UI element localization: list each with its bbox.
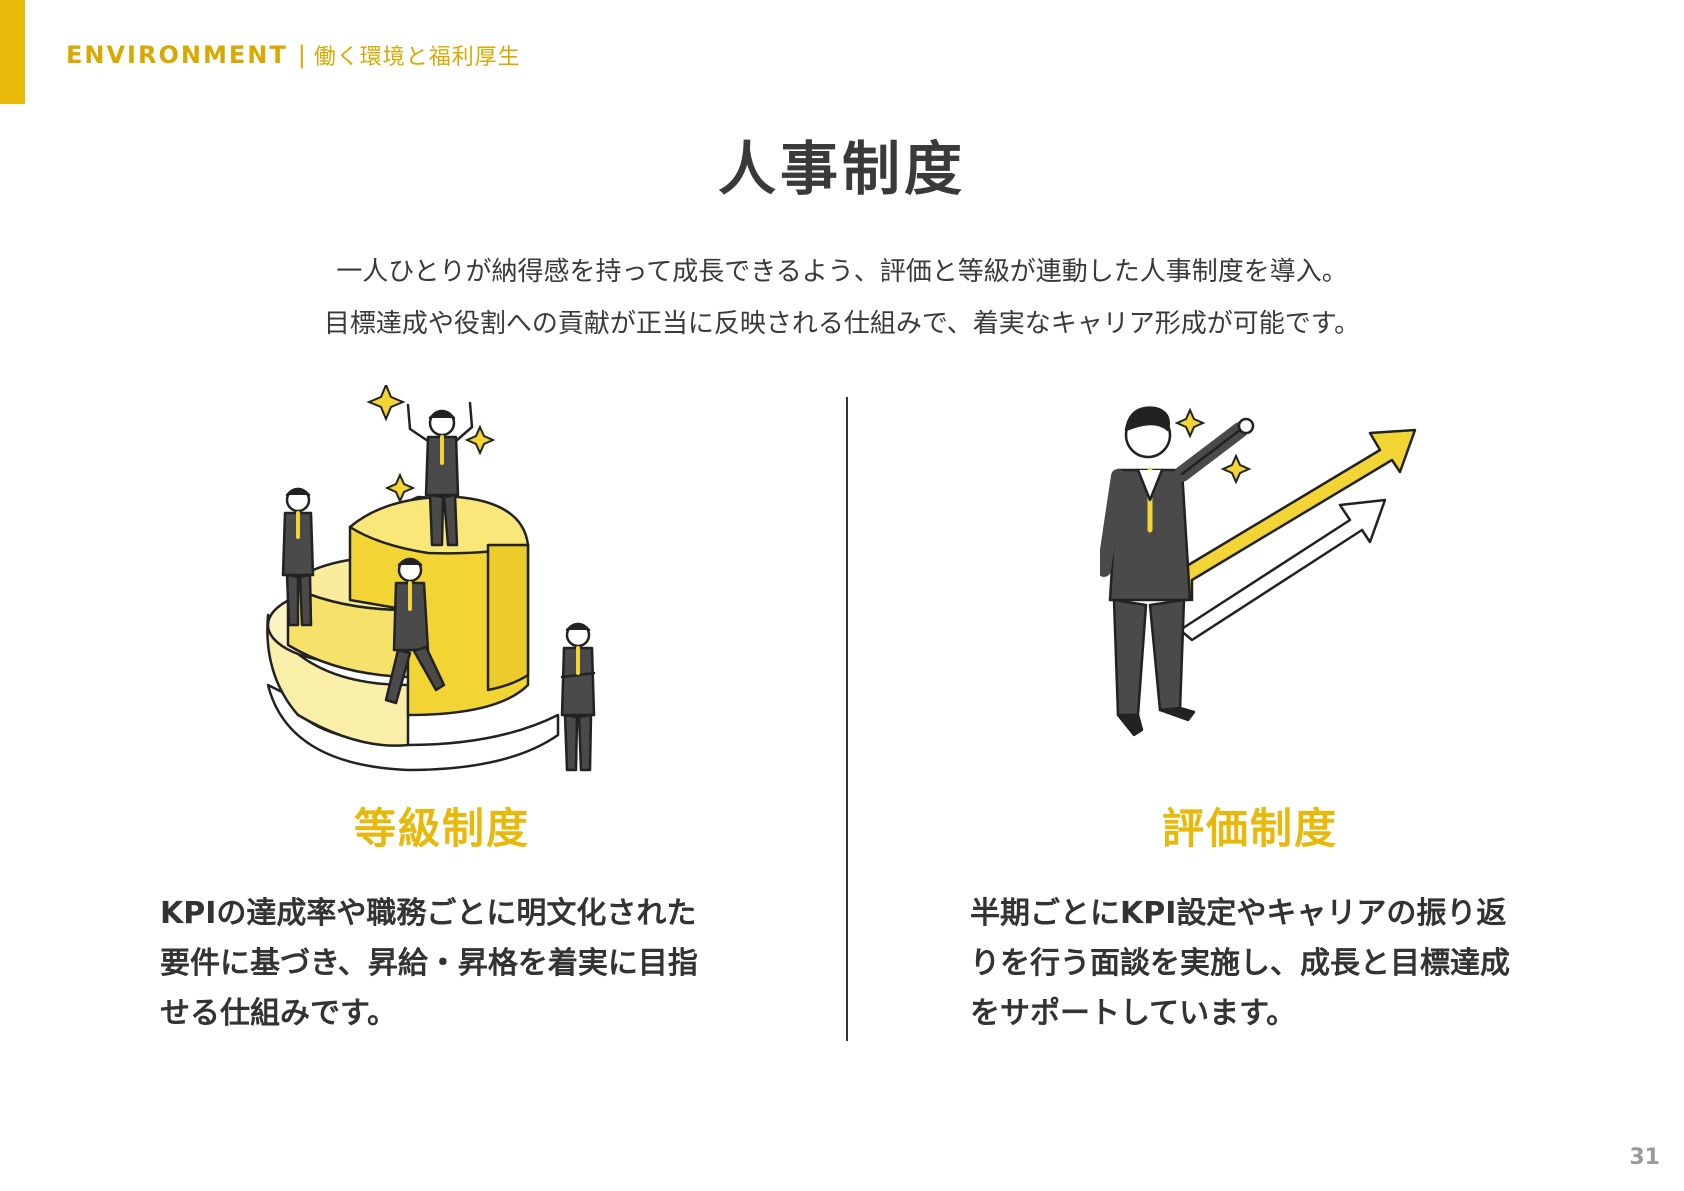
section-label-en: ENVIRONMENT [66, 41, 288, 69]
accent-bar [0, 0, 25, 104]
section-header: ENVIRONMENT | 働く環境と福利厚生 [66, 38, 521, 72]
intro-line-2: 目標達成や役割への貢献が正当に反映される仕組みで、着実なキャリア形成が可能です。 [323, 309, 1361, 339]
grade-system-description: KPIの達成率や職務ごとに明文化された 要件に基づき、昇給・昇格を着実に目指 せ… [160, 889, 698, 1039]
grade-system-heading: 等級制度 [353, 804, 530, 853]
page-number: 31 [1629, 1145, 1660, 1170]
column-divider [846, 397, 848, 1041]
evaluation-system-description: 半期ごとにKPI設定やキャリアの振り返 りを行う面談を実施し、成長と目標達成 を… [970, 889, 1510, 1039]
grade-system-line: KPIの達成率や職務ごとに明文化された [160, 896, 697, 931]
grade-system-illustration [266, 385, 596, 772]
evaluation-system-line: 半期ごとにKPI設定やキャリアの振り返 [970, 896, 1507, 931]
grade-system-line: 要件に基づき、昇給・昇格を着実に目指 [160, 946, 698, 981]
page-title: 人事制度 [717, 135, 966, 203]
section-separator: | [297, 41, 306, 69]
evaluation-system-line: をサポートしています。 [970, 996, 1297, 1031]
evaluation-system-heading: 評価制度 [1161, 804, 1338, 853]
grade-system-line: せる仕組みです。 [160, 996, 397, 1031]
section-label-jp: 働く環境と福利厚生 [313, 45, 521, 70]
evaluation-system-line: りを行う面談を実施し、成長と目標達成 [970, 946, 1510, 981]
intro-text: 一人ひとりが納得感を持って成長できるよう、評価と等級が連動した人事制度を導入。 … [0, 246, 1684, 350]
intro-line-1: 一人ひとりが納得感を持って成長できるよう、評価と等級が連動した人事制度を導入。 [336, 257, 1348, 287]
evaluation-system-illustration [1100, 406, 1417, 737]
